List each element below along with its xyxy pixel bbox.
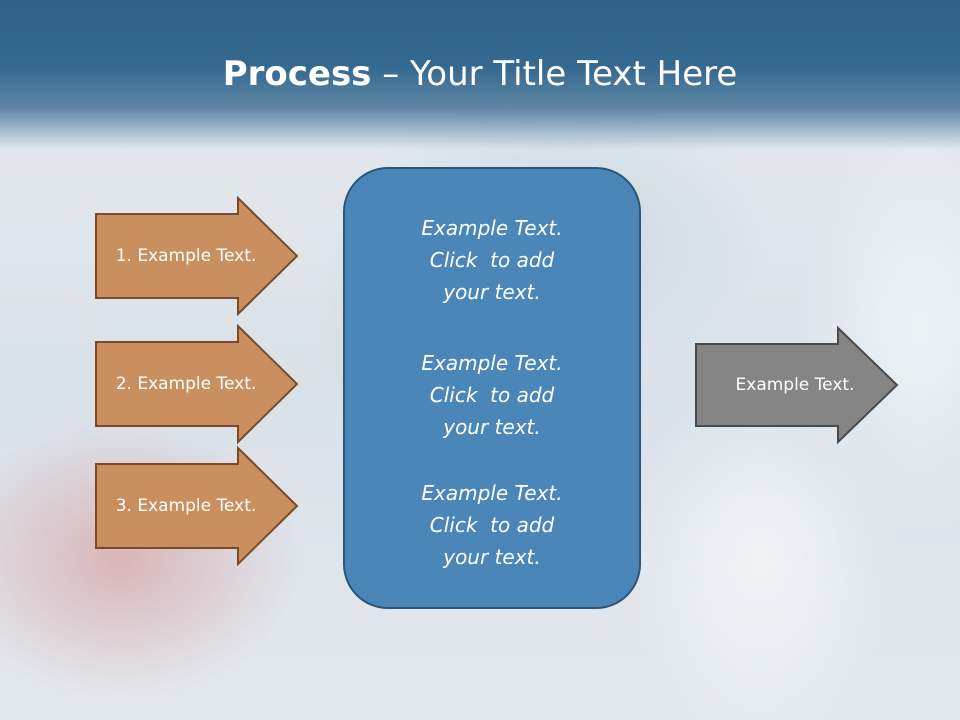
center-text-block-3[interactable]: Example Text. Click to add your text.: [344, 477, 640, 573]
title-rest: – Your Title Text Here: [371, 54, 738, 94]
block-line: Click to add: [429, 383, 555, 407]
block-line: Example Text.: [421, 216, 563, 240]
block-line: Example Text.: [421, 481, 563, 505]
left-arrow-3[interactable]: [95, 445, 299, 567]
block-line: your text.: [443, 545, 541, 569]
title-bar: [0, 0, 960, 150]
block-line: Click to add: [429, 248, 555, 272]
left-arrow-3-label: 3. Example Text.: [115, 496, 257, 516]
block-line: your text.: [443, 280, 541, 304]
left-arrow-1-label: 1. Example Text.: [115, 246, 257, 266]
center-text-block-2[interactable]: Example Text. Click to add your text.: [344, 347, 640, 443]
left-arrow-2[interactable]: [95, 323, 299, 445]
center-text-block-1[interactable]: Example Text. Click to add your text.: [344, 212, 640, 308]
right-arrow-label: Example Text.: [735, 375, 855, 395]
left-arrow-1[interactable]: [95, 195, 299, 317]
slide-title[interactable]: Process – Your Title Text Here: [0, 52, 960, 96]
block-line: your text.: [443, 415, 541, 439]
block-line: Click to add: [429, 513, 555, 537]
right-arrow[interactable]: [695, 325, 899, 445]
left-arrow-2-label: 2. Example Text.: [115, 374, 257, 394]
title-bold: Process: [222, 54, 372, 94]
center-box[interactable]: [343, 167, 641, 609]
block-line: Example Text.: [421, 351, 563, 375]
